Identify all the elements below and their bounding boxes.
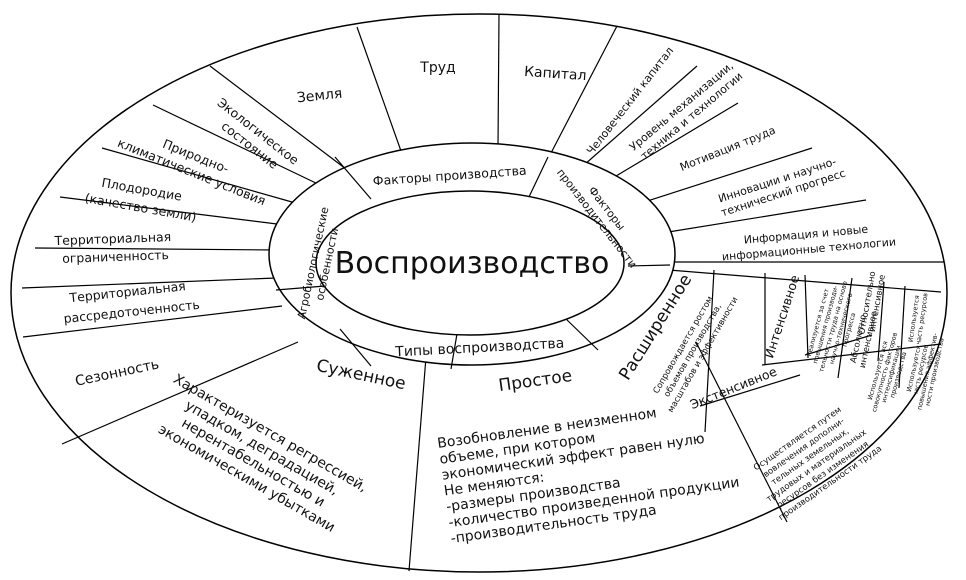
- extended-detail-lines: [668, 269, 942, 433]
- inner-ellipse: [315, 190, 625, 336]
- outer-dividers: [21, 14, 944, 572]
- limited-line1: Территориальная: [53, 229, 171, 248]
- limited-label: Территориальная ограниченность: [53, 229, 176, 266]
- limited-line2: ограниченность: [62, 247, 169, 266]
- capital-label: Капитал: [524, 64, 587, 84]
- labor-label: Труд: [419, 60, 455, 76]
- center-title: Воспроизводство: [335, 246, 610, 281]
- relative-description: Используется часть ресурсов повышения эф…: [902, 327, 947, 412]
- land-label: Земля: [296, 86, 343, 107]
- middle-dividers: [275, 156, 671, 370]
